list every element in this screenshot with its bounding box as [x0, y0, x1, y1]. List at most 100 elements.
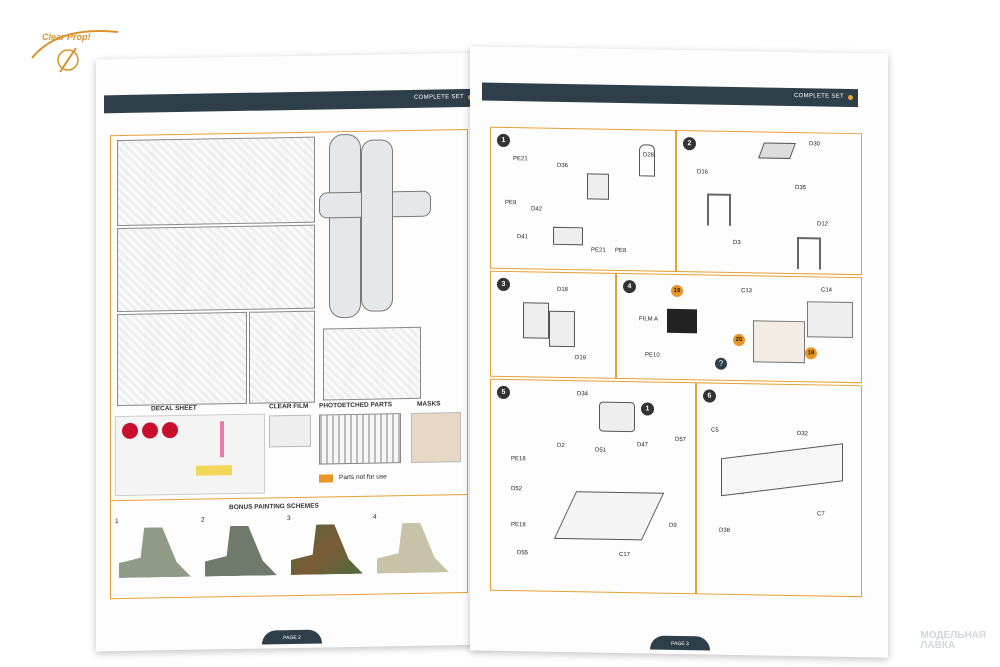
part-label: PE18	[511, 522, 526, 529]
part-label: D52	[511, 486, 523, 493]
ref-badge: 18	[805, 347, 817, 360]
brand-logo-text: Clear Prop!	[42, 32, 91, 42]
parts-not-for-use-swatch	[319, 474, 333, 483]
part-label: FILM A	[639, 316, 659, 323]
part-label: D38	[719, 527, 731, 534]
step-3-cell: 3 D18 D19	[490, 270, 616, 379]
clear-film-label: CLEAR FILM	[269, 402, 309, 411]
panel-part	[758, 142, 796, 159]
part-label: D18	[557, 286, 569, 294]
step-2-cell: 2 D30 D16 D35 D12 D3	[676, 129, 862, 276]
question-icon: ?	[715, 357, 727, 370]
fuselage-part	[329, 133, 361, 319]
radio-part	[549, 310, 575, 348]
scheme-tail-1	[119, 527, 191, 578]
hinomaru-decal	[162, 422, 178, 439]
mask-sheet	[411, 412, 461, 463]
seat-part	[599, 401, 635, 433]
step-number: 2	[683, 137, 696, 151]
film-panel	[667, 308, 697, 334]
part-label: D30	[809, 141, 821, 148]
stripe-decal	[220, 421, 224, 458]
box-part	[553, 226, 583, 246]
decal-sheet-label: DECAL SHEET	[151, 404, 197, 413]
left-content-frame: DECAL SHEET CLEAR FILM PHOTOETCHED PARTS…	[110, 128, 468, 600]
part-label: D41	[517, 234, 529, 241]
left-page-header: COMPLETE SET	[104, 88, 478, 114]
sprue-b	[117, 224, 315, 313]
watermark-line-1: МОДЕЛЬНАЯ	[920, 630, 986, 641]
step-number: 1	[497, 133, 510, 148]
part-label: C7	[817, 511, 825, 518]
part-label: D12	[817, 221, 829, 228]
part-label: PE10	[645, 352, 660, 359]
scheme-tail-4	[377, 522, 449, 573]
frame-part	[797, 237, 821, 270]
part-label: PE9	[505, 199, 517, 207]
pe-fret	[319, 413, 401, 465]
part-label: D57	[675, 436, 687, 444]
clear-film	[269, 414, 311, 448]
bonus-title: BONUS PAINTING SCHEMES	[229, 502, 319, 512]
header-dot-icon	[848, 94, 853, 101]
sprue-c	[117, 311, 247, 407]
instrument-panel	[807, 301, 853, 339]
left-page-footer: PAGE 2	[262, 629, 322, 645]
hinomaru-decal	[122, 422, 138, 440]
left-page-number: PAGE 2	[283, 634, 301, 642]
part-label: D16	[697, 169, 709, 176]
part-label: D2	[557, 442, 565, 450]
left-header-title: COMPLETE SET	[414, 94, 464, 101]
frame-part	[707, 193, 731, 226]
scheme-number: 2	[201, 516, 205, 524]
part-label: D47	[637, 442, 649, 449]
cockpit-tub	[721, 443, 843, 497]
part-label: C5	[711, 427, 719, 434]
part-label: D3	[733, 239, 741, 247]
part-label: D19	[575, 355, 587, 362]
part-label: D51	[595, 447, 607, 454]
step-6-cell: 6 C5 D32 D31 C7 D38	[696, 382, 862, 598]
part-label: PE21	[513, 156, 528, 163]
clear-sprue	[323, 326, 421, 401]
photoetched-label: PHOTOETCHED PARTS	[319, 401, 393, 410]
step-number: 6	[703, 389, 716, 403]
ref-badge: 19	[671, 284, 683, 298]
decal-sheet	[115, 413, 265, 497]
step-number: 4	[623, 280, 636, 294]
part-label: D55	[517, 550, 529, 557]
part-label: D32	[797, 431, 809, 438]
part-label: D42	[531, 206, 543, 213]
right-header-title: COMPLETE SET	[794, 93, 844, 100]
scheme-tail-3	[291, 524, 363, 575]
bulkhead-part	[639, 144, 655, 177]
right-page-number: PAGE 3	[671, 640, 689, 648]
scheme-tail-2	[205, 525, 277, 576]
part-label: PE8	[615, 247, 627, 255]
tail-part	[361, 139, 393, 312]
brand-logo: Clear Prop!	[28, 22, 122, 82]
radio-part	[523, 302, 549, 339]
hinomaru-decal	[142, 422, 158, 439]
watermark-line-2: ЛАВКА	[920, 640, 956, 651]
scheme-number: 4	[373, 513, 377, 521]
lightning-decal	[196, 465, 232, 476]
part-label: C13	[741, 288, 753, 295]
step-5-cell: 5 1 D34 D2 D51 D47 D57 PE18 D52 PE18 D55…	[490, 378, 696, 595]
sprue-d	[249, 310, 315, 404]
step-4-cell: 4 19 20 18 C13 C14 FILM A PE10 ?	[616, 272, 862, 384]
ref-badge: 20	[733, 333, 745, 347]
part-label: PE21	[591, 247, 606, 254]
part-label: C17	[619, 551, 631, 559]
part-label: D35	[795, 185, 807, 192]
parts-not-for-use-label: Parts not for use	[339, 473, 387, 482]
ref-step-number: 1	[641, 402, 654, 416]
instrument-panel	[753, 320, 805, 364]
part-label: C14	[821, 287, 833, 294]
step-number: 5	[497, 385, 510, 400]
right-page-footer: PAGE 3	[650, 635, 710, 651]
scheme-number: 3	[287, 515, 291, 523]
step-1-cell: 1 PE21 D36 D28 PE9 D42 D41 PE21 PE8	[490, 126, 676, 272]
step-number: 3	[497, 277, 510, 292]
watermark: МОДЕЛЬНАЯ ЛАВКА	[920, 631, 986, 651]
